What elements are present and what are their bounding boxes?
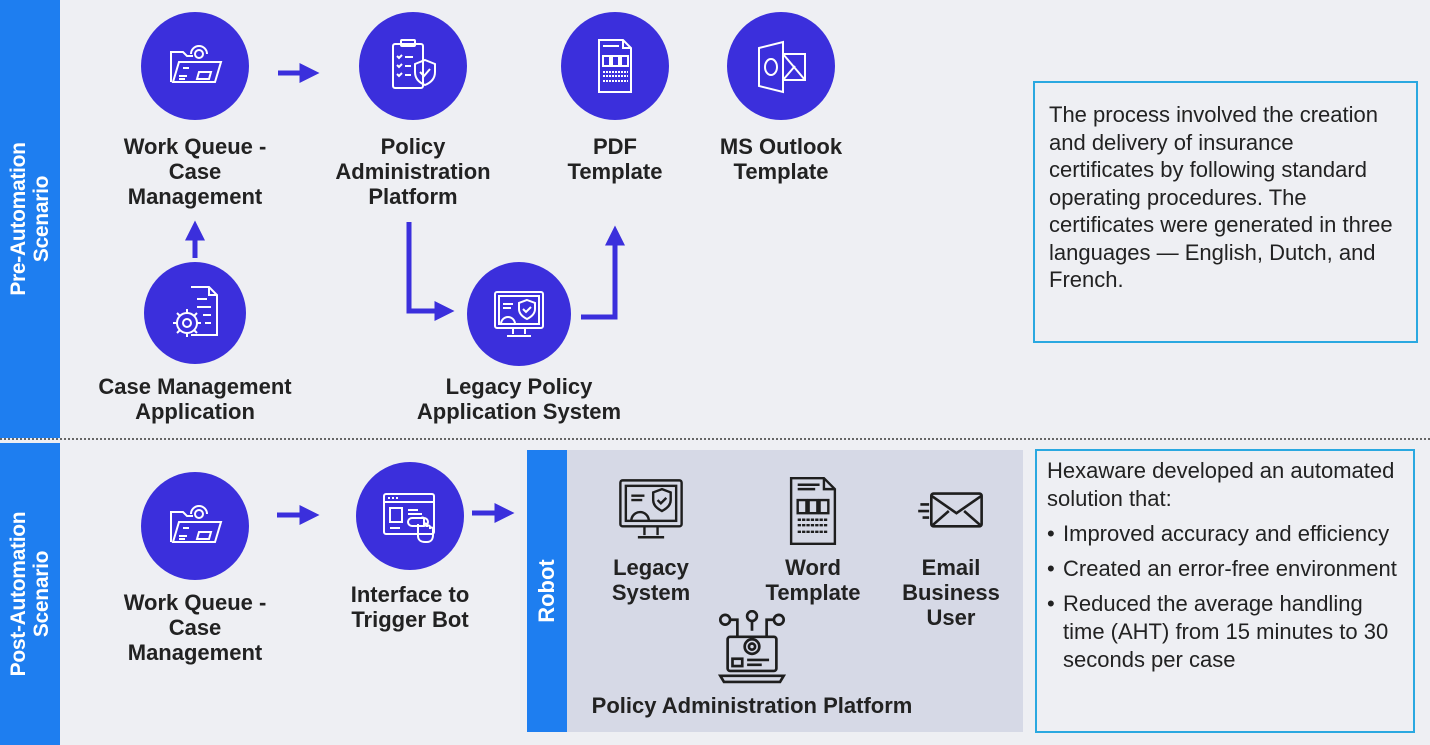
monitor-shield-icon xyxy=(467,262,571,366)
node-label-line: Interface to xyxy=(350,582,470,607)
node-label-line: Work Queue - xyxy=(123,134,267,159)
email-icon xyxy=(918,492,983,528)
robot-panel: Robot Legacy System Word Template xyxy=(527,450,1023,732)
node-label-line: Application System xyxy=(416,399,622,424)
node-label-line: System xyxy=(611,580,691,605)
monitor-shield-icon xyxy=(619,479,683,539)
pre-node-pdf-template: PDF Template xyxy=(540,12,690,184)
post-label-line1: Post-Automation xyxy=(7,511,30,677)
folder-gear-icon xyxy=(141,472,249,580)
robot-node-email-user: Email Business User xyxy=(895,476,1007,630)
node-label-line: Legacy Policy xyxy=(445,374,593,399)
node-label-line: User xyxy=(926,605,976,630)
node-label-line: Application xyxy=(135,399,255,424)
post-info-bullets: Improved accuracy and efficiency Created… xyxy=(1047,520,1405,674)
robot-label: Robot xyxy=(534,559,559,623)
node-label-line: Work Queue - xyxy=(123,590,267,615)
node-label-line: Management xyxy=(127,184,263,209)
bullet-item: Improved accuracy and efficiency xyxy=(1047,520,1405,548)
robot-node-word-template: Word Template xyxy=(757,476,869,605)
outlook-icon xyxy=(727,12,835,120)
node-label-line: MS Outlook xyxy=(719,134,843,159)
pre-info-text: The process involved the creation and de… xyxy=(1049,102,1393,292)
post-automation-band: Post-Automation Scenario xyxy=(0,443,60,745)
browser-click-icon xyxy=(356,462,464,570)
clipboard-shield-icon xyxy=(359,12,467,120)
node-label-line: Template xyxy=(733,159,829,184)
post-label-line2: Scenario xyxy=(30,550,53,638)
post-node-work-queue: Work Queue - Case Management xyxy=(110,472,280,665)
node-label-line: Administration xyxy=(335,159,491,184)
node-label-line: Business xyxy=(902,580,1000,605)
pre-node-legacy-policy: Legacy Policy Application System xyxy=(400,262,638,424)
node-label-line: Policy xyxy=(380,134,446,159)
pre-node-policy-admin: Policy Administration Platform xyxy=(320,12,506,209)
robot-node-legacy-system: Legacy System xyxy=(591,476,711,605)
pre-node-case-mgmt-app: Case Management Application xyxy=(82,262,308,424)
bullet-item: Created an error-free environment xyxy=(1047,555,1405,583)
node-label-line: Legacy xyxy=(613,555,689,580)
post-info-intro: Hexaware developed an automated solution… xyxy=(1047,458,1395,511)
robot-band: Robot xyxy=(527,450,567,732)
pre-label-line2: Scenario xyxy=(30,175,53,263)
pre-automation-label: Pre-Automation Scenario xyxy=(7,142,53,295)
folder-gear-icon xyxy=(141,12,249,120)
robot-node-policy-admin: Policy Administration Platform xyxy=(567,609,937,718)
node-label-line: PDF xyxy=(593,134,637,159)
document-gear-icon xyxy=(144,262,246,364)
pre-automation-band: Pre-Automation Scenario xyxy=(0,0,60,438)
document-template-icon xyxy=(561,12,669,120)
post-automation-label: Post-Automation Scenario xyxy=(7,512,53,677)
bullet-item: Reduced the average handling time (AHT) … xyxy=(1047,590,1405,674)
node-label-line: Template xyxy=(567,159,663,184)
pre-info-box: The process involved the creation and de… xyxy=(1033,81,1418,343)
section-divider xyxy=(0,438,1430,440)
node-label-line: Policy Administration Platform xyxy=(591,693,913,718)
post-info-box: Hexaware developed an automated solution… xyxy=(1035,449,1415,733)
pre-node-work-queue: Work Queue - Case Management xyxy=(110,12,280,209)
node-label-line: Trigger Bot xyxy=(351,607,469,632)
node-label-line: Case Management xyxy=(98,374,292,399)
post-node-interface: Interface to Trigger Bot xyxy=(330,462,490,632)
pre-label-line1: Pre-Automation xyxy=(7,142,30,296)
node-label-line: Email xyxy=(921,555,981,580)
node-label-line: Platform xyxy=(368,184,458,209)
laptop-gear-network-icon xyxy=(717,609,787,684)
node-label-line: Case xyxy=(168,159,222,184)
pre-node-ms-outlook: MS Outlook Template xyxy=(706,12,856,184)
node-label-line: Word xyxy=(785,555,841,580)
node-label-line: Management xyxy=(127,640,263,665)
document-template-icon xyxy=(789,476,837,546)
node-label-line: Case xyxy=(168,615,222,640)
node-label-line: Template xyxy=(765,580,861,605)
